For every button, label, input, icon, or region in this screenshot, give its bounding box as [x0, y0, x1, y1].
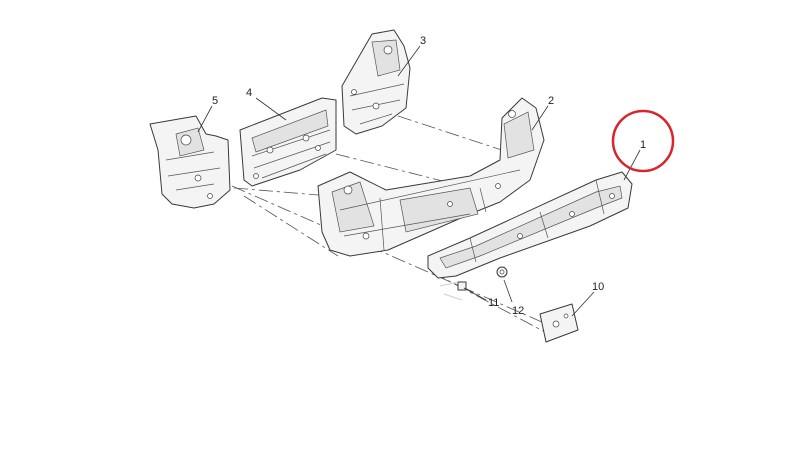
callout-5: 5 [212, 95, 218, 107]
part-4-inner-panel [239, 97, 337, 187]
part-12-nut [496, 266, 508, 278]
part-5-bracket [149, 115, 231, 209]
part-2-rear-panel [317, 97, 545, 257]
callout-11: 11 [488, 297, 499, 309]
highlight-circle [611, 109, 675, 173]
part-1-crossmember [427, 171, 633, 279]
part-3-upper-reinforcement [341, 29, 411, 135]
callout-1: 1 [640, 139, 646, 151]
part-10-plate [539, 303, 579, 343]
callout-4: 4 [246, 87, 252, 99]
callout-10: 10 [592, 281, 604, 293]
part-11-stud [439, 281, 467, 301]
callout-labels: 5 4 3 2 1 10 11 12 [212, 35, 646, 317]
leader-lines [197, 45, 641, 317]
phantom-lines [231, 115, 561, 333]
callout-3: 3 [420, 35, 426, 47]
callout-12: 12 [512, 305, 524, 317]
callout-2: 2 [548, 95, 554, 107]
